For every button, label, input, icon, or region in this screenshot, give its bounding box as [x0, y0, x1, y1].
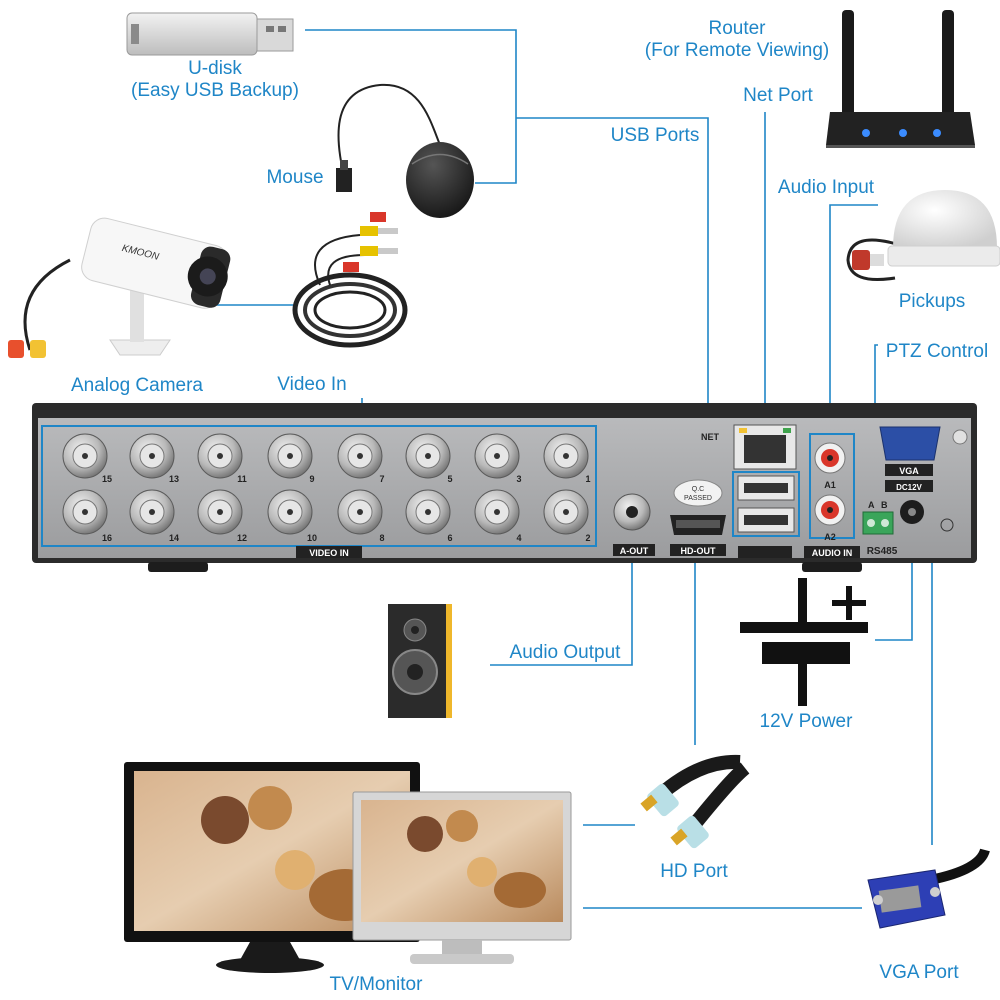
label-mouse: Mouse — [266, 167, 323, 188]
bnc-channel-number: 11 — [237, 474, 247, 484]
label-hd-port: HD Port — [660, 861, 728, 882]
bnc-channel-number: 12 — [237, 533, 247, 543]
bnc-connector: 3 — [474, 433, 522, 484]
a-out-label: A-OUT — [620, 546, 649, 556]
diagram-labels: U-disk (Easy USB Backup) Mouse USB Ports… — [71, 18, 988, 995]
label-12v-power: 12V Power — [760, 711, 854, 732]
hd-out-port: HD-OUT Q.C PASSED — [670, 479, 726, 556]
vga-dc-block: VGA DC12V — [879, 426, 968, 532]
label-router-line1: Router — [708, 18, 766, 39]
router-icon — [826, 10, 975, 148]
bnc-channel-number: 13 — [169, 474, 179, 484]
bnc-channel-number: 5 — [447, 474, 452, 484]
usb-drive-icon — [126, 12, 294, 56]
bnc-connector: 5 — [405, 433, 453, 484]
qc-stamp: Q.C — [692, 486, 704, 493]
bnc-connector: 12 — [197, 489, 247, 543]
bnc-connector: 7 — [337, 433, 385, 484]
net-label: NET — [701, 432, 720, 442]
bnc-channel-number: 16 — [102, 533, 112, 543]
label-analog-camera: Analog Camera — [71, 375, 203, 396]
bnc-channel-number: 6 — [447, 533, 452, 543]
bnc-channel-number: 15 — [102, 474, 112, 484]
label-usb-ports: USB Ports — [611, 125, 700, 146]
hd-out-label: HD-OUT — [681, 546, 716, 556]
dc12v-label: DC12V — [896, 483, 922, 492]
label-udisk-line2: (Easy USB Backup) — [131, 80, 299, 101]
bnc-channel-number: 10 — [307, 533, 317, 543]
net-usb-block: NET — [701, 424, 800, 558]
power-symbol-icon — [740, 578, 868, 706]
label-net-port: Net Port — [743, 85, 813, 106]
rs485-label: RS485 — [867, 546, 898, 557]
microphone-pickup-icon — [846, 190, 1000, 281]
video-in-panel-label: VIDEO IN — [309, 548, 349, 558]
bnc-connector: 4 — [474, 489, 522, 543]
bnc-connectors: 15 13 11 9 7 5 3 1 16 14 12 10 8 6 4 2 — [62, 433, 591, 543]
audio-out-jack: A-OUT — [613, 493, 655, 556]
dvr-rear-panel: 15 13 11 9 7 5 3 1 16 14 12 10 8 6 4 2 VIDEO IN A-OUT H… — [32, 403, 977, 572]
bnc-channel-number: 14 — [169, 533, 179, 543]
a1-label: A1 — [824, 480, 836, 490]
bnc-connector: 15 — [62, 433, 112, 484]
video-cable-icon — [292, 212, 408, 348]
bnc-connector: 14 — [129, 489, 179, 543]
bnc-connector: 8 — [337, 489, 385, 543]
a2-label: A2 — [824, 532, 836, 542]
audio-in-block: A1 A2 AUDIO IN — [804, 433, 860, 558]
bnc-connector: 9 — [267, 433, 315, 484]
mouse-icon — [336, 83, 474, 218]
label-router-line2: (For Remote Viewing) — [645, 40, 829, 61]
bnc-channel-number: 9 — [309, 474, 314, 484]
label-ptz-control: PTZ Control — [886, 341, 988, 362]
hdmi-cable-icon — [640, 754, 750, 849]
audio-in-panel-label: AUDIO IN — [812, 548, 853, 558]
bnc-connector: 1 — [543, 433, 591, 484]
bnc-channel-number: 1 — [585, 474, 590, 484]
label-audio-input: Audio Input — [778, 177, 875, 198]
bnc-channel-number: 8 — [379, 533, 384, 543]
vga-cable-icon — [867, 848, 990, 929]
security-camera-icon: KMOON — [8, 217, 231, 358]
bnc-channel-number: 2 — [585, 533, 590, 543]
rs485-a-label: A — [868, 500, 875, 510]
rs485-terminal: A B RS485 — [862, 500, 898, 557]
label-tv-monitor: TV/Monitor — [330, 974, 424, 995]
bnc-connector: 11 — [197, 433, 247, 484]
label-pickups: Pickups — [899, 291, 966, 312]
vga-panel-label: VGA — [899, 466, 919, 476]
bnc-connector: 10 — [267, 489, 317, 543]
label-vga-port: VGA Port — [879, 962, 959, 983]
bnc-channel-number: 7 — [379, 474, 384, 484]
bnc-connector: 13 — [129, 433, 179, 484]
connector-lines — [212, 29, 933, 909]
bnc-channel-number: 4 — [516, 533, 521, 543]
label-audio-output: Audio Output — [510, 642, 622, 663]
rs485-b-label: B — [881, 500, 888, 510]
speaker-icon — [388, 604, 452, 718]
monitor-icon — [124, 762, 572, 973]
bnc-connector: 6 — [405, 489, 453, 543]
svg-text:PASSED: PASSED — [684, 495, 712, 502]
bnc-connector: 16 — [62, 489, 112, 543]
label-video-in: Video In — [277, 374, 346, 395]
bnc-channel-number: 3 — [516, 474, 521, 484]
bnc-connector: 2 — [543, 489, 591, 543]
label-udisk-line1: U-disk — [188, 58, 242, 79]
